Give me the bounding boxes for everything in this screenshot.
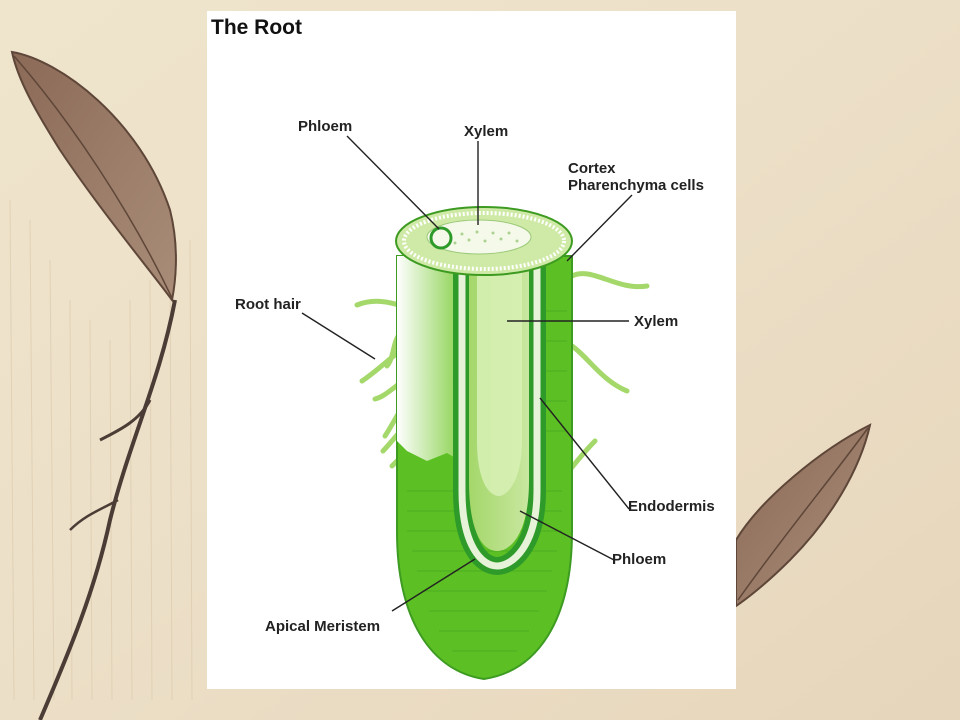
root-hairs-right [566, 271, 650, 474]
diagram-title: The Root [211, 16, 302, 39]
root-illustration [301, 135, 650, 681]
label-endodermis: Endodermis [628, 498, 715, 515]
background-texture [9, 199, 193, 701]
dried-leaf-left-icon [10, 50, 177, 303]
label-xylem-top: Xylem [464, 123, 509, 140]
cutaway-face [397, 256, 469, 466]
phloem-band [458, 256, 541, 570]
xylem-core [477, 271, 522, 496]
twig-icon [38, 299, 177, 720]
label-phloem-top: Phloem [298, 118, 353, 135]
root-diagram-figure: The Root Phloem Xylem Cortex Pharenchyma… [207, 11, 736, 689]
label-root-hair: Root hair [235, 296, 301, 313]
leader-lines [301, 135, 633, 612]
label-apical-meristem: Apical Meristem [265, 618, 381, 635]
label-phloem-bottom: Phloem [612, 551, 667, 568]
label-cortex-line1: Cortex [568, 160, 616, 177]
label-cortex-line2: Pharenchyma cells [568, 177, 704, 194]
phloem-ring [429, 226, 453, 250]
label-xylem-mid: Xylem [634, 313, 679, 330]
